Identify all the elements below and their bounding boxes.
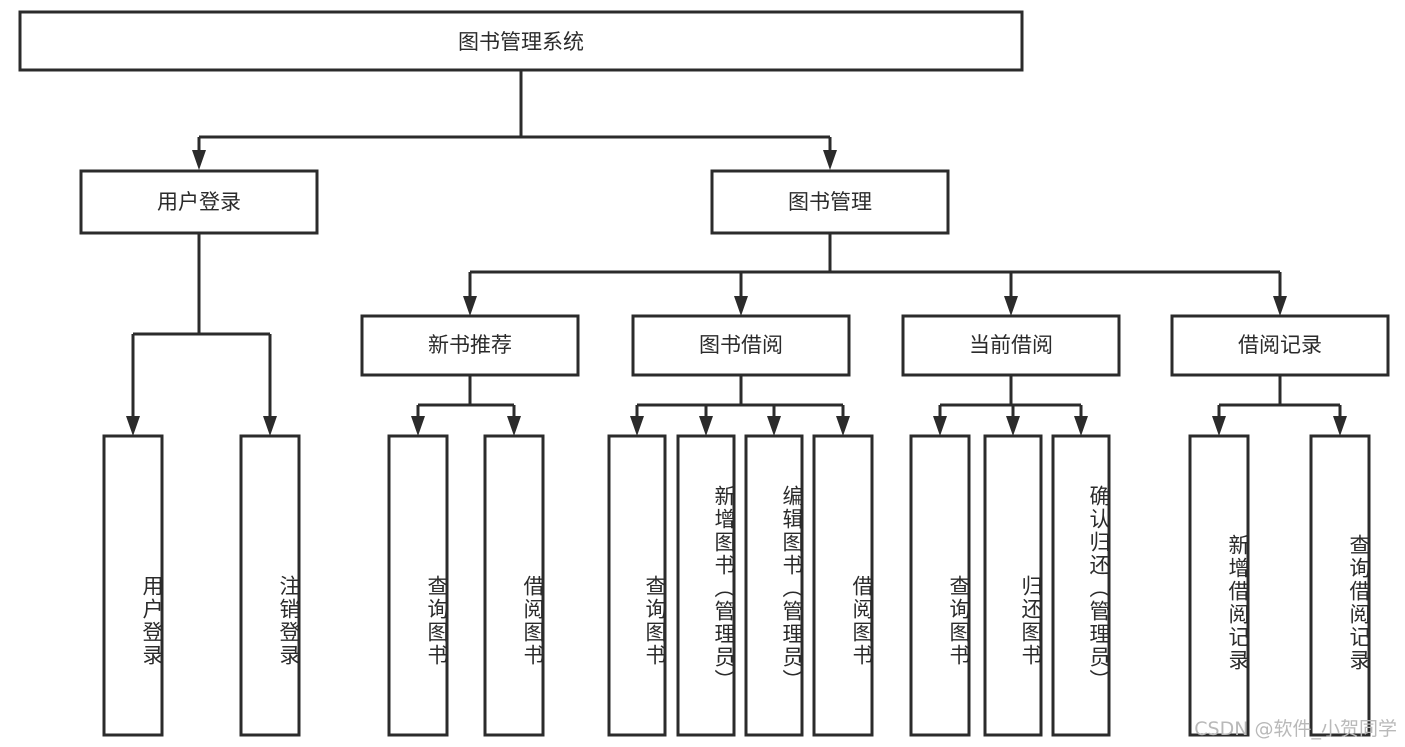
- leaf-box-edit-book-admin[interactable]: [744, 434, 804, 737]
- connector-group-borrow: [630, 375, 850, 436]
- arrowhead-book-child-4: [1273, 296, 1287, 316]
- arrowhead-book-child-3: [1004, 296, 1018, 316]
- arrowhead-borrow-leaf-3: [767, 416, 781, 436]
- node-book-borrow-label: 图书借阅: [699, 333, 783, 357]
- leaf-box-query-book-current[interactable]: [909, 434, 971, 737]
- leaf-box-query-book-borrow[interactable]: [607, 434, 667, 737]
- arrowhead-newbook-leaf-2: [507, 416, 521, 436]
- node-book-manage-box[interactable]: [710, 169, 950, 235]
- node-current-borrow-label: 当前借阅: [969, 333, 1053, 357]
- node-book-manage-label: 图书管理: [788, 190, 872, 214]
- leaf-box-borrow-book[interactable]: [812, 434, 874, 737]
- node-user-login-label: 用户登录: [157, 190, 241, 214]
- node-current-borrow-box[interactable]: [901, 314, 1121, 377]
- leaf-box-logout[interactable]: [239, 434, 301, 737]
- connector-group-current-borrow: [933, 375, 1088, 436]
- connector-group-user-login: [126, 233, 277, 436]
- node-book-borrow[interactable]: 图书借阅: [631, 314, 851, 377]
- leaf-boxes: [102, 434, 1371, 737]
- node-new-book-recommend[interactable]: 新书推荐: [360, 314, 580, 377]
- node-user-login-box[interactable]: [79, 169, 319, 235]
- node-root-box[interactable]: [18, 10, 1024, 72]
- arrowhead-user-leaf-1: [126, 416, 140, 436]
- arrowhead-current-leaf-1: [933, 416, 947, 436]
- arrowhead-root-to-book: [823, 150, 837, 170]
- arrowhead-current-leaf-2: [1006, 416, 1020, 436]
- connector-group-new-book: [411, 375, 521, 436]
- leaf-box-query-book-recommend[interactable]: [387, 434, 449, 737]
- connector-group-root: [192, 70, 837, 170]
- arrowhead-borrow-leaf-1: [630, 416, 644, 436]
- arrowhead-root-to-user: [192, 150, 206, 170]
- node-book-manage[interactable]: 图书管理: [710, 169, 950, 235]
- arrowhead-user-leaf-2: [263, 416, 277, 436]
- leaf-box-return-book[interactable]: [983, 434, 1043, 737]
- arrowhead-records-leaf-1: [1212, 416, 1226, 436]
- node-borrow-records[interactable]: 借阅记录: [1170, 314, 1390, 377]
- node-borrow-records-label: 借阅记录: [1238, 333, 1322, 357]
- csdn-watermark: CSDN @软件_小贺同学: [1194, 718, 1397, 740]
- leaf-box-confirm-return-admin[interactable]: [1051, 434, 1111, 737]
- arrowhead-newbook-leaf-1: [411, 416, 425, 436]
- node-new-book-recommend-box[interactable]: [360, 314, 580, 377]
- arrowhead-book-child-1: [463, 296, 477, 316]
- node-new-book-recommend-label: 新书推荐: [428, 333, 512, 357]
- leaf-box-query-borrow-record[interactable]: [1309, 434, 1371, 737]
- leaf-box-user-login[interactable]: [102, 434, 164, 737]
- arrowhead-borrow-leaf-4: [836, 416, 850, 436]
- node-root-label: 图书管理系统: [458, 30, 584, 54]
- node-user-login[interactable]: 用户登录: [79, 169, 319, 235]
- connector-group-book-manage: [463, 233, 1287, 316]
- arrowhead-borrow-leaf-2: [699, 416, 713, 436]
- leaf-box-borrow-book-recommend[interactable]: [483, 434, 545, 737]
- node-root[interactable]: 图书管理系统: [18, 10, 1024, 72]
- node-borrow-records-box[interactable]: [1170, 314, 1390, 377]
- arrowhead-book-child-2: [734, 296, 748, 316]
- node-book-borrow-box[interactable]: [631, 314, 851, 377]
- leaf-box-add-book-admin[interactable]: [676, 434, 736, 737]
- leaf-box-add-borrow-record[interactable]: [1188, 434, 1250, 737]
- node-current-borrow[interactable]: 当前借阅: [901, 314, 1121, 377]
- arrowhead-records-leaf-2: [1333, 416, 1347, 436]
- arrowhead-current-leaf-3: [1074, 416, 1088, 436]
- connector-group-records: [1212, 375, 1347, 436]
